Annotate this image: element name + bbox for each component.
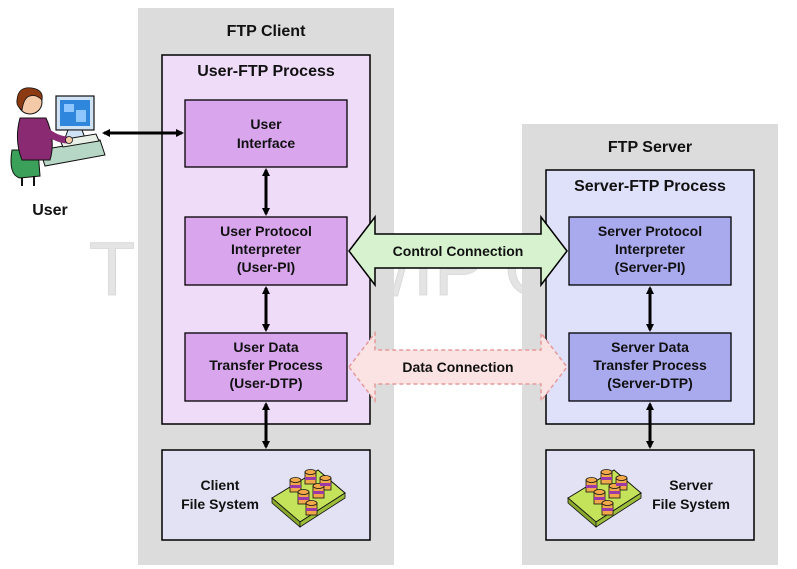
- control-connection-label: Control Connection: [393, 243, 524, 259]
- control-connection-arrow: Control Connection: [348, 214, 568, 288]
- user-dtp-box: [184, 332, 348, 402]
- client-file-system-line-2: File System: [181, 496, 259, 512]
- user-dtp-line-2: Transfer Process: [209, 357, 323, 373]
- data-connection-label: Data Connection: [402, 359, 513, 375]
- server-dtp-line-2: Transfer Process: [593, 357, 707, 373]
- server-file-system-line-2: File System: [652, 496, 730, 512]
- server-pi-line-3: (Server-PI): [615, 259, 686, 275]
- server-file-system-line-1: Server: [669, 477, 713, 493]
- user-label: User: [32, 202, 68, 219]
- user-dtp-line-3: (User-DTP): [229, 375, 302, 391]
- data-connection-arrow: Data Connection: [348, 330, 568, 404]
- client-file-system-line-1: Client: [201, 477, 240, 493]
- ftp-client-panel: FTP Client User-FTP Process User Interfa…: [138, 8, 394, 565]
- server-ftp-process-title: Server-FTP Process: [574, 178, 726, 195]
- user-interface-line-2: Interface: [237, 135, 296, 151]
- server-pi-line-1: Server Protocol: [598, 223, 702, 239]
- user-interface-box: [184, 99, 348, 168]
- server-dtp-line-1: Server Data: [611, 339, 689, 355]
- server-dtp-line-3: (Server-DTP): [607, 375, 693, 391]
- server-dtp-box: [568, 332, 732, 402]
- user-ftp-process-title: User-FTP Process: [197, 63, 335, 80]
- server-pi-box: [568, 216, 732, 286]
- user-pi-box: [184, 216, 348, 286]
- client-storage-icon: [271, 469, 346, 528]
- ftp-server-title: FTP Server: [608, 139, 692, 156]
- user-interface-line-1: User: [250, 116, 282, 132]
- user-pi-line-2: Interpreter: [231, 241, 302, 257]
- server-storage-icon: [567, 469, 642, 528]
- user-at-computer-icon: [10, 87, 106, 186]
- ftp-server-panel: FTP Server Server-FTP Process Server Pro…: [522, 124, 778, 565]
- user-dtp-line-1: User Data: [233, 339, 299, 355]
- server-pi-line-2: Interpreter: [615, 241, 686, 257]
- user-pi-line-1: User Protocol: [220, 223, 312, 239]
- user-pi-line-3: (User-PI): [237, 259, 295, 275]
- ftp-client-title: FTP Client: [227, 23, 306, 40]
